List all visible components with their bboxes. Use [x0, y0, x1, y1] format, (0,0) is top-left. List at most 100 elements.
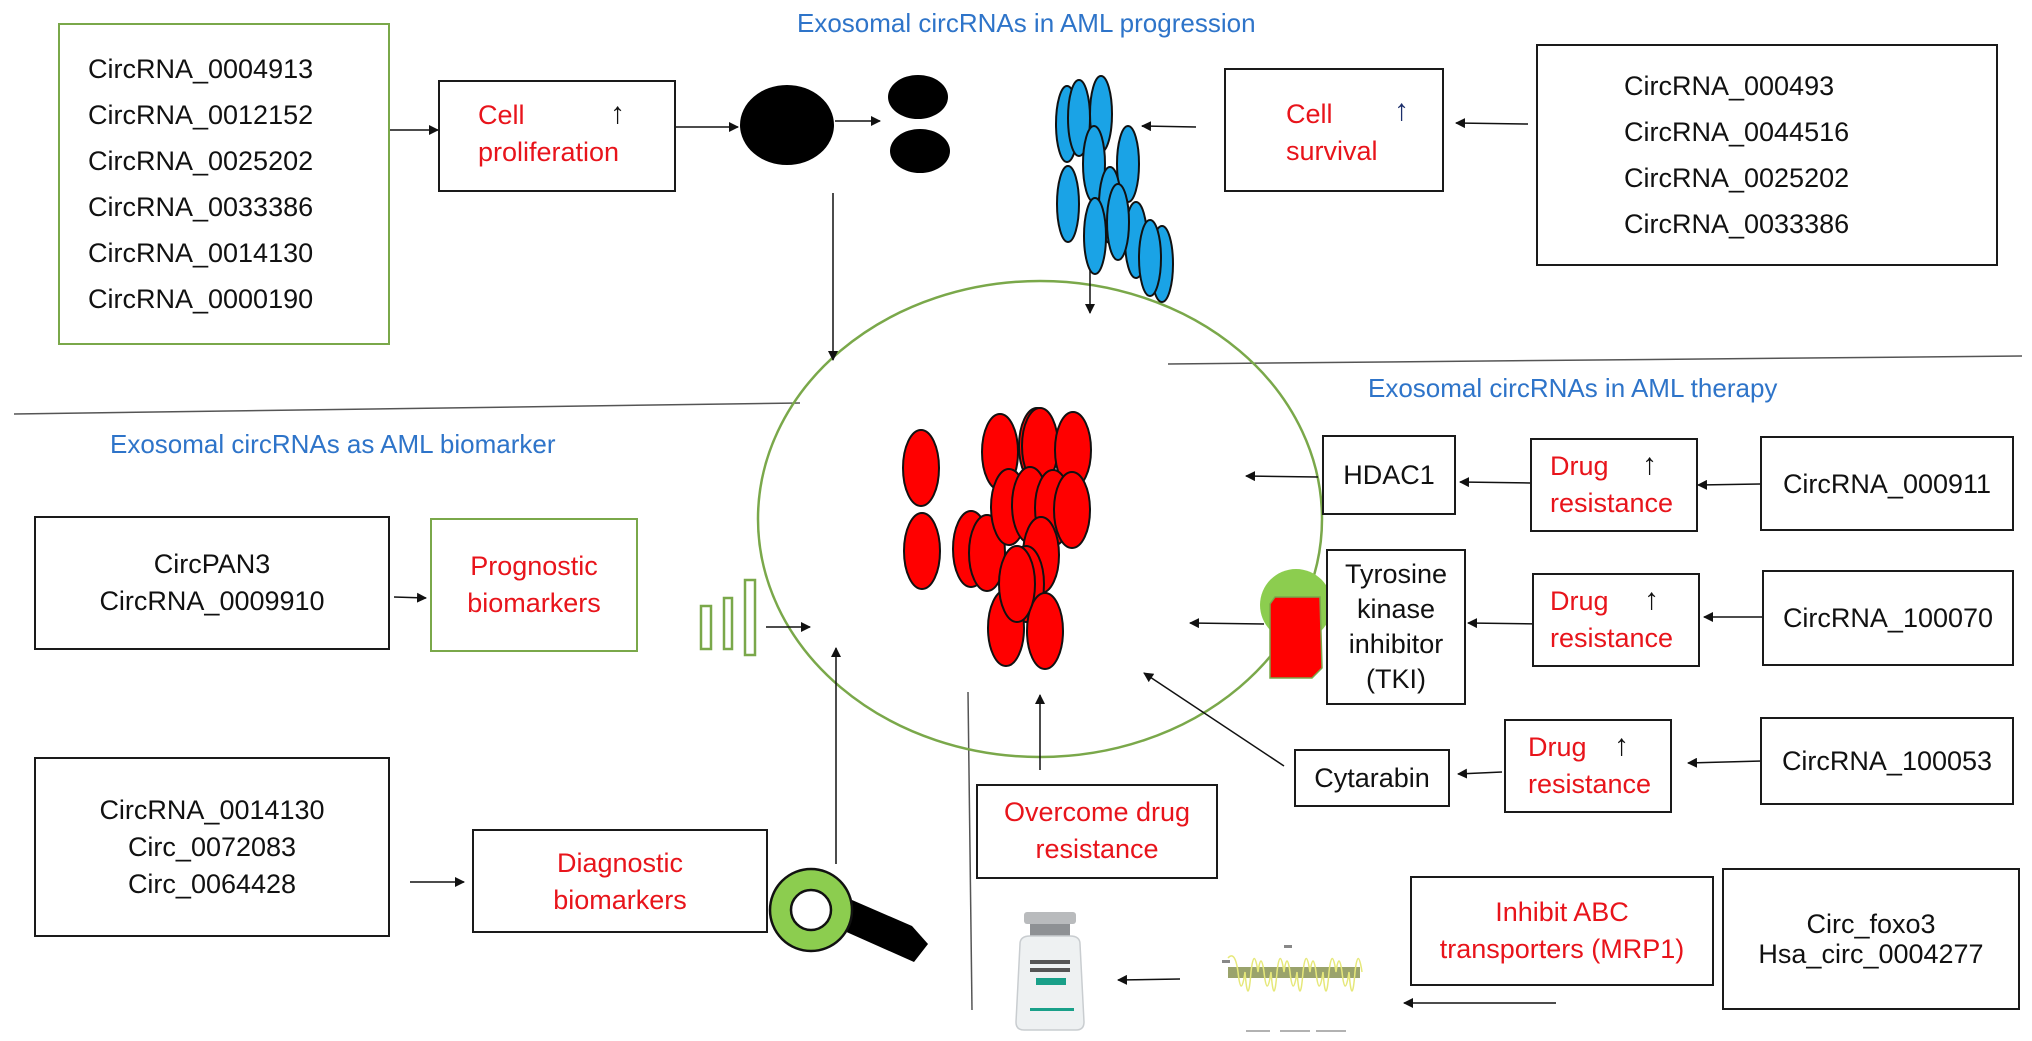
separator-left — [13, 402, 801, 415]
arrow-drug1-to-hdac1 — [1459, 477, 1531, 488]
effect-label: survival — [1286, 136, 1378, 166]
circrna-item: CircPAN3 — [153, 549, 271, 579]
cytarabin-box: Cytarabin — [1294, 749, 1450, 807]
increase-arrow-icon: ↑ — [1642, 448, 1657, 481]
circrna-item: Circ_0072083 — [127, 831, 297, 862]
cell-shape — [998, 545, 1036, 623]
target-label: inhibitor — [1348, 629, 1444, 659]
diagnostic-biomarkers-box: Diagnostic biomarkers — [472, 829, 768, 933]
tki-receptor-icon — [1260, 569, 1332, 679]
section-title-biomarker: Exosomal circRNAs as AML biomarker — [110, 429, 556, 459]
circrna-item: CircRNA_100053 — [1781, 746, 1993, 776]
effect-label: Cell — [1286, 99, 1333, 129]
circrna-item: CircRNA_0004913 — [88, 54, 314, 84]
drug-vial-icon — [1015, 912, 1085, 1031]
effect-label: Diagnostic — [556, 848, 684, 878]
magnifying-glass-icon — [768, 867, 928, 962]
proliferation-circrna-list: CircRNA_0004913 CircRNA_0012152 CircRNA_… — [58, 23, 390, 345]
cell-shape — [1056, 165, 1080, 243]
arrow-drug2-to-tki — [1467, 618, 1543, 629]
circrna-item: Circ_0064428 — [127, 868, 297, 899]
cell-shape — [1106, 183, 1130, 261]
red-leukemia-cell-cluster-icon — [902, 407, 1092, 670]
arrow-membrane-to-vial — [1117, 974, 1181, 985]
prognostic-circrna-list: CircPAN3 CircRNA_0009910 — [34, 516, 390, 650]
cell-division-icon — [740, 75, 950, 173]
effect-label: resistance — [1550, 488, 1674, 518]
drug-resistance-box-3: Drug ↑ resistance — [1504, 719, 1672, 813]
increase-arrow-icon: ↑ — [1394, 94, 1409, 127]
bar-chart-icon — [699, 578, 757, 657]
circrna-item: CircRNA_0044516 — [1624, 117, 1850, 147]
circrna-item: CircRNA_0033386 — [88, 192, 314, 222]
effect-label: transporters (MRP1) — [1439, 934, 1685, 964]
arrow-hdac1-to-center — [1245, 471, 1319, 482]
diagnostic-circrna-list: CircRNA_0014130 Circ_0072083 Circ_006442… — [34, 757, 390, 937]
cell-shape — [1026, 592, 1064, 670]
target-label: Tyrosine — [1344, 559, 1448, 589]
target-label: Cytarabin — [1314, 763, 1430, 793]
section-title-therapy: Exosomal circRNAs in AML therapy — [1368, 373, 1778, 403]
arrow-drug3-to-cytarabin — [1457, 768, 1503, 779]
cell-shape — [903, 512, 941, 590]
effect-label: Drug — [1550, 586, 1609, 616]
target-label: (TKI) — [1366, 664, 1426, 694]
drug-resistance-box-2: Drug ↑ resistance — [1532, 573, 1700, 667]
effect-label: resistance — [1550, 623, 1674, 653]
cell-shape — [902, 429, 940, 507]
increase-arrow-icon: ↑ — [1614, 729, 1629, 762]
target-label: kinase — [1356, 594, 1436, 624]
separator-right — [1167, 355, 2023, 365]
circrna-item: CircRNA_0009910 — [99, 586, 325, 616]
circ-foxo3-box: Circ_foxo3 Hsa_circ_0004277 — [1722, 868, 2020, 1010]
arrow-circpan3-to-prognostic — [393, 592, 427, 603]
arrow-circrna-to-survival — [1455, 118, 1529, 129]
circrna-item: CircRNA_0000190 — [88, 284, 314, 314]
blue-cell-cluster-icon — [1055, 75, 1174, 303]
effect-label: Drug — [1528, 732, 1587, 762]
separator-bottom-vertical — [967, 691, 973, 1011]
circrna-item: Hsa_circ_0004277 — [1758, 939, 1984, 969]
circrna-000911-box: CircRNA_000911 — [1760, 436, 2014, 531]
effect-label: proliferation — [478, 137, 620, 167]
effect-label: biomarkers — [467, 588, 601, 618]
arrow-receptor-to-center — [1189, 618, 1265, 629]
effect-label: Inhibit ABC — [1495, 897, 1629, 927]
cell-survival-box: Cell ↑ survival — [1224, 68, 1444, 192]
inhibit-abc-transporters-box: Inhibit ABC transporters (MRP1) — [1410, 876, 1714, 986]
tki-box: Tyrosine kinase inhibitor (TKI) — [1326, 549, 1466, 705]
effect-label: Drug — [1550, 451, 1609, 481]
cell-shape — [1083, 197, 1107, 275]
effect-label: Overcome drug — [1003, 797, 1191, 827]
cell-shape — [1138, 219, 1162, 297]
arrow-circ053-to-drug3 — [1687, 757, 1763, 768]
circrna-item: CircRNA_0012152 — [88, 100, 314, 130]
circrna-item: Circ_foxo3 — [1806, 909, 1936, 939]
mrp1-membrane-transporter-icon — [1222, 945, 1363, 1032]
effect-label: Prognostic — [470, 551, 598, 581]
circrna-item: CircRNA_000493 — [1624, 71, 1835, 101]
circrna-100070-box: CircRNA_100070 — [1762, 570, 2014, 666]
circrna-item: CircRNA_0025202 — [1624, 163, 1850, 193]
target-label: HDAC1 — [1343, 460, 1435, 490]
section-title-progression: Exosomal circRNAs in AML progression — [797, 8, 1256, 38]
effect-label: resistance — [1528, 769, 1652, 799]
arrow-cytarabin-to-center — [1143, 672, 1285, 767]
overcome-drug-resistance-box: Overcome drug resistance — [976, 784, 1218, 879]
circrna-item: CircRNA_0014130 — [99, 794, 325, 825]
circrna-item: CircRNA_000911 — [1782, 468, 1992, 499]
circrna-item: CircRNA_0025202 — [88, 146, 314, 176]
prognostic-biomarkers-box: Prognostic biomarkers — [430, 518, 638, 652]
survival-circrna-list: CircRNA_000493 CircRNA_0044516 CircRNA_0… — [1536, 44, 1998, 266]
hdac1-box: HDAC1 — [1322, 435, 1456, 515]
circrna-item: CircRNA_0033386 — [1624, 209, 1850, 239]
effect-label: Cell — [478, 100, 525, 130]
circrna-100053-box: CircRNA_100053 — [1760, 717, 2014, 805]
circrna-item: CircRNA_0014130 — [88, 238, 314, 268]
effect-label: biomarkers — [553, 885, 687, 915]
cell-shape — [1053, 471, 1091, 549]
circrna-item: CircRNA_100070 — [1782, 603, 1994, 633]
drug-resistance-box-1: Drug ↑ resistance — [1530, 438, 1698, 532]
increase-arrow-icon: ↑ — [610, 97, 625, 130]
